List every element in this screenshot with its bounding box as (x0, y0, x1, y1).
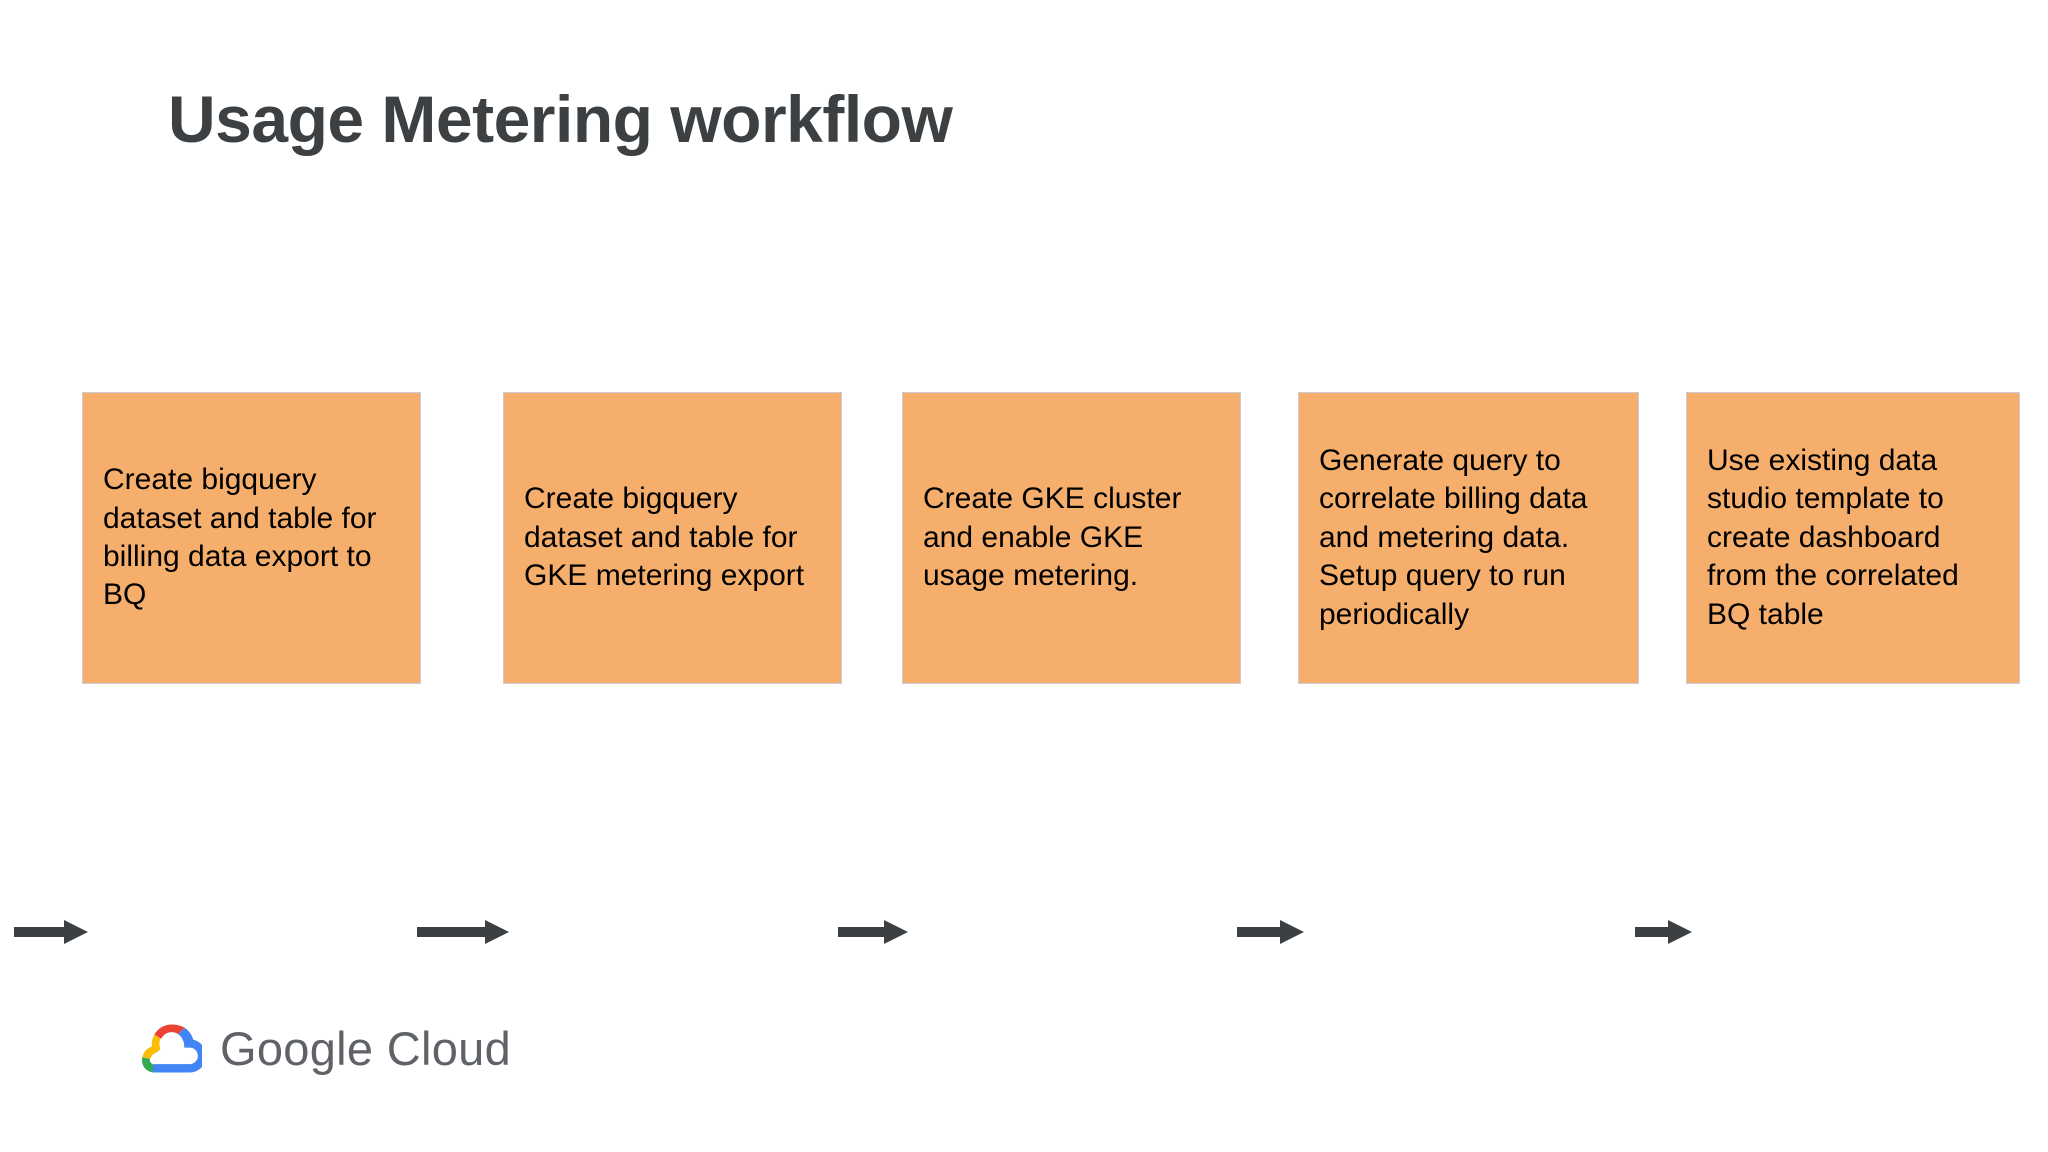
flow-step-box-3[interactable]: Create GKE cluster and enable GKE usage … (902, 392, 1241, 684)
google-cloud-wordmark: Google Cloud (220, 1021, 512, 1075)
flow-step-label-4: Generate query to correlate billing data… (1319, 444, 1588, 631)
page-title: Usage Metering workflow (168, 82, 953, 156)
flow-step-box-1[interactable]: Create bigquery dataset and table for bi… (82, 392, 421, 684)
google-cloud-branding: Google Cloud (140, 1022, 511, 1074)
flow-step-box-4[interactable]: Generate query to correlate billing data… (1298, 392, 1639, 684)
arrow-step-4-to-5 (1635, 919, 1692, 945)
flow-step-label-1: Create bigquery dataset and table for bi… (103, 463, 377, 612)
arrow-step-1-to-2 (417, 919, 509, 945)
arrow-into-step-1 (14, 919, 88, 945)
flow-step-label-3: Create GKE cluster and enable GKE usage … (923, 482, 1182, 593)
flow-step-box-2[interactable]: Create bigquery dataset and table for GK… (503, 392, 842, 684)
usage-metering-flow-diagram: Create bigquery dataset and table for bi… (0, 392, 2048, 944)
google-cloud-logo-icon (140, 1022, 202, 1074)
arrow-step-3-to-4 (1237, 919, 1304, 945)
flow-step-box-5[interactable]: Use existing data studio template to cre… (1686, 392, 2020, 684)
flow-step-label-2: Create bigquery dataset and table for GK… (524, 482, 805, 593)
flow-step-label-5: Use existing data studio template to cre… (1707, 444, 1959, 631)
arrow-step-2-to-3 (838, 919, 908, 945)
